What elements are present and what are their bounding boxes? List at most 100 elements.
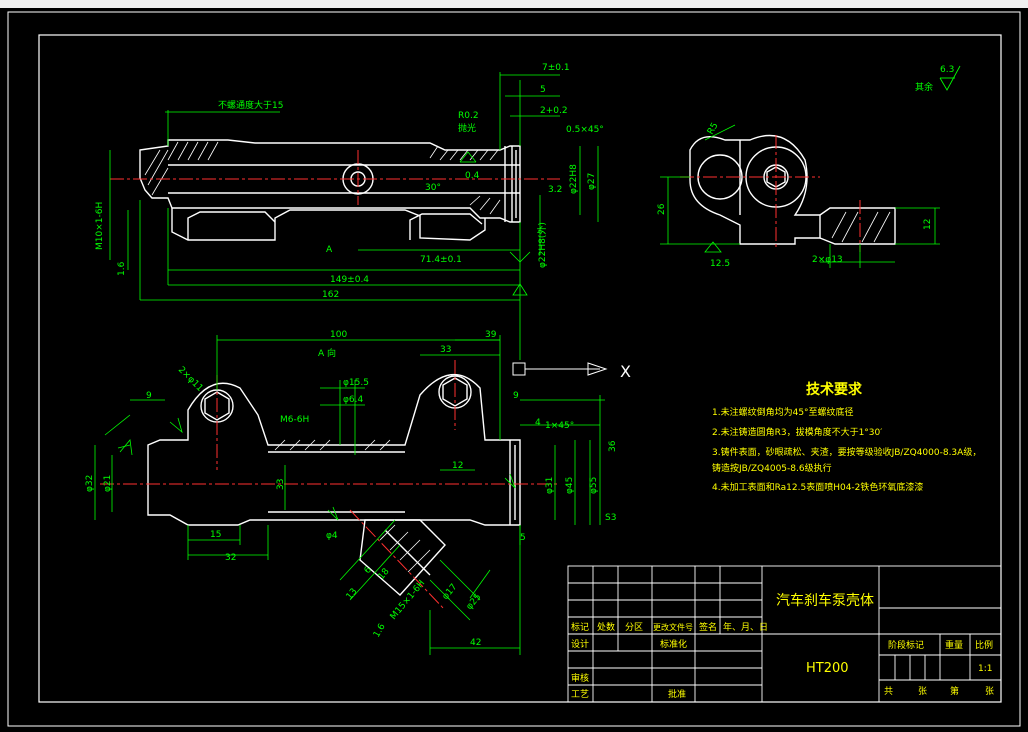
dim-polish: 抛光 (458, 122, 476, 134)
material: HT200 (806, 661, 849, 676)
surface-roughness-symbol (939, 65, 961, 91)
dim-55: φ55 (589, 477, 599, 494)
a-view[interactable] (147, 373, 521, 596)
side-view-foot (819, 207, 896, 245)
dim-13: 13 (345, 587, 360, 602)
dim-2x11: 2×φ11 (176, 365, 205, 394)
surface-label: 其余 (915, 81, 933, 93)
front-view-centerlines (110, 150, 560, 205)
dim-64: φ6.4 (343, 395, 364, 405)
part-name: 汽车刹车泵壳体 (776, 592, 874, 609)
tech-requirements: 技术要求 1.未注螺纹倒角均为45°至螺纹底径 2.未注铸造圆角R3，拔模角度不… (712, 381, 981, 493)
dim-21: φ21 (103, 475, 113, 492)
dim-r02: R0.2 (458, 111, 479, 121)
dim-d22: φ22H8 (569, 164, 579, 194)
tb-col-6: 年、月、日 (723, 621, 768, 633)
tech-line-2: 2.未注铸造圆角R3，拔模角度不大于1°30′ (712, 426, 882, 438)
dim-4b: φ4 (326, 531, 338, 541)
side-view-dimension-lines (660, 124, 940, 268)
tb-review: 审核 (571, 672, 589, 684)
title-block[interactable] (567, 565, 1002, 703)
window-top-bar (0, 0, 1028, 8)
side-dim-26: 26 (657, 203, 667, 215)
dim-12: 12 (452, 461, 463, 471)
dim-45: φ45 (565, 477, 575, 494)
dim-m15: M15×1-6H (389, 579, 428, 622)
tb-sheet-total-unit: 张 (918, 686, 927, 697)
dim-32v: φ32 (85, 475, 95, 492)
x-direction-arrow (512, 362, 608, 376)
front-view[interactable] (139, 139, 521, 241)
dim-100: 100 (330, 330, 347, 340)
dim-9a: 9 (146, 391, 152, 401)
tech-line-4: 铸造按JB/ZQ4005-8.6级执行 (712, 462, 832, 474)
tech-title: 技术要求 (806, 381, 863, 398)
dim-16b: 1.6 (372, 622, 388, 640)
dim-chamfer-05: 0.5×45° (566, 125, 604, 135)
dim-9b: 9 (513, 391, 519, 401)
dim-32h: 32 (225, 553, 236, 563)
outer-frame (7, 11, 1021, 727)
drawing-border (38, 34, 1002, 703)
front-view-dimension-lines (109, 72, 599, 360)
front-view-pocket (187, 211, 276, 240)
cad-drawing[interactable]: 不螺通度大于15 7±0.1 5 2+0.2 R0.2 抛光 0.5×45° M… (0, 8, 1028, 732)
title-block-text: 汽车刹车泵壳体 HT200 标记 处数 分区 更改文件号 签名 年、月、日 设计… (571, 592, 994, 700)
side-view-outline (689, 134, 821, 245)
dim-33v: 33 (276, 479, 286, 490)
front-view-hatching (144, 141, 501, 215)
dim-155: φ15.5 (343, 378, 369, 388)
side-dim-2x13: 2×φ13 (812, 255, 843, 265)
tb-design: 设计 (571, 638, 589, 650)
tb-col-1: 标记 (571, 621, 589, 633)
dim-714: 71.4±0.1 (420, 255, 462, 265)
tb-col-5: 签名 (699, 621, 717, 633)
dim-32: 3.2 (548, 185, 562, 195)
tb-scale-value: 1:1 (978, 664, 992, 674)
tb-col-3: 分区 (625, 622, 643, 633)
a-view-dimension-lines (94, 335, 605, 655)
front-view-pocket-2 (409, 213, 483, 240)
side-dim-12: 12 (923, 219, 933, 230)
front-view-lower-body (171, 208, 486, 241)
tb-sheet-num: 第 (950, 685, 959, 697)
a-view-label: A 向 (318, 347, 336, 359)
dim-a: A (326, 245, 333, 255)
side-view[interactable] (689, 134, 896, 245)
dim-chamfer1: 1×45° (545, 421, 574, 431)
tb-weight: 重量 (945, 639, 963, 651)
a-view-hole-left-hex (204, 391, 230, 421)
dim-25: φ25 (465, 592, 484, 612)
tb-col-4: 更改文件号 (653, 622, 693, 632)
dim-162: 162 (322, 290, 339, 300)
x-direction-label: X (620, 362, 631, 381)
dim-m10: M10×1-6H (95, 202, 105, 250)
tb-process: 工艺 (571, 689, 589, 700)
dim-15: 15 (210, 530, 221, 540)
dim-4a: 4 (535, 418, 541, 428)
dim-d22b: φ22H8(外) (536, 222, 548, 268)
tb-scale-label: 比例 (975, 639, 993, 651)
side-dim-125: 12.5 (710, 259, 730, 269)
tech-line-5: 4.未加工表面和Ra12.5表面喷H04-2铁色环氧底漆漆 (712, 481, 923, 493)
tb-stage: 阶段标记 (888, 639, 924, 651)
surface-value: 6.3 (940, 65, 954, 75)
a-view-boss (359, 519, 446, 596)
side-dim-r: R5 (706, 121, 721, 136)
dim-2: 2+0.2 (540, 106, 568, 116)
dim-thread-limit: 不螺通度大于15 (218, 99, 283, 111)
tb-col-2: 处数 (597, 621, 615, 633)
tb-sheet-num-unit: 张 (985, 686, 994, 697)
tech-line-3: 3.铸件表面，砂眼疏松、夹渣，要按等级验收JB/ZQ4000-8.3A级， (712, 446, 981, 458)
tb-standardize: 标准化 (660, 638, 687, 650)
a-view-hatching (274, 439, 431, 573)
dim-5: 5 (520, 533, 526, 543)
dim-33: 33 (440, 345, 451, 355)
dim-39: 39 (485, 330, 497, 340)
dim-36: 36 (608, 440, 618, 452)
dim-149: 149±0.4 (330, 275, 369, 285)
dim-d27: φ27 (587, 173, 597, 190)
dim-18: 18 (377, 567, 392, 582)
side-view-centerlines (680, 135, 861, 252)
a-view-outline (147, 373, 521, 526)
